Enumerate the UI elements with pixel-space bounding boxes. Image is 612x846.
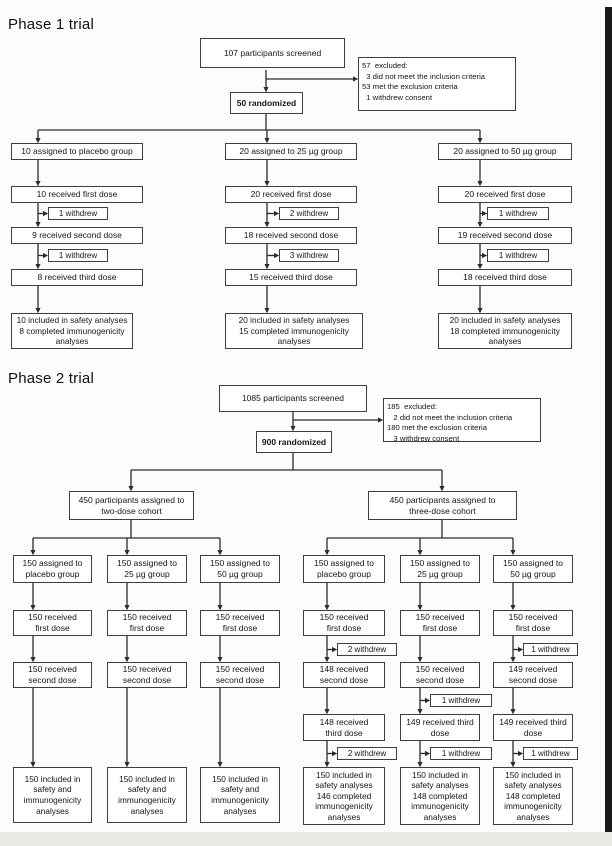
p1-placebo-first-dose-box: 10 received first dose [11, 186, 143, 203]
p2-3d-25ug-first-dose-box: 150 received first dose [400, 610, 480, 636]
p1-50ug-second-dose-box: 19 received second dose [438, 227, 572, 244]
p2-3d-25ug-final-box: 150 included in safety analyses 148 comp… [400, 767, 480, 825]
p1-25ug-third-dose-box: 15 received third dose [225, 269, 357, 286]
p2-2d-placebo-first-dose-box: 150 received first dose [13, 610, 92, 636]
phase1-excluded-box: 57 excluded: 3 did not meet the inclusio… [358, 57, 516, 111]
p2-3d-50ug-first-dose-box: 150 received first dose [493, 610, 573, 636]
p1-placebo-withdrew2-box: 1 withdrew [48, 249, 108, 262]
p1-25ug-withdrew1-box: 2 withdrew [279, 207, 339, 220]
p2-3d-placebo-assigned-box: 150 assigned to placebo group [303, 555, 385, 583]
p2-2d-25ug-assigned-box: 150 assigned to 25 µg group [107, 555, 187, 583]
p1-25ug-assigned-box: 20 assigned to 25 µg group [225, 143, 357, 160]
p2-2d-50ug-first-dose-box: 150 received first dose [200, 610, 280, 636]
p2-2d-50ug-final-box: 150 included in safety and immunogenicit… [200, 767, 280, 823]
p2-2d-placebo-second-dose-box: 150 received second dose [13, 662, 92, 688]
p2-3d-placebo-first-dose-box: 150 received first dose [303, 610, 385, 636]
p2-3d-50ug-assigned-box: 150 assigned to 50 µg group [493, 555, 573, 583]
p2-2d-placebo-assigned-box: 150 assigned to placebo group [13, 555, 92, 583]
phase2-screened-box: 1085 participants screened [219, 385, 367, 412]
p1-50ug-third-dose-box: 18 received third dose [438, 269, 572, 286]
p1-50ug-final-box: 20 included in safety analyses 18 comple… [438, 313, 572, 349]
p2-3d-50ug-withdrew3-box: 1 withdrew [523, 747, 578, 760]
p2-3d-placebo-third-dose-box: 148 received third dose [303, 714, 385, 741]
scan-bottom-strip [0, 832, 612, 846]
p1-50ug-first-dose-box: 20 received first dose [438, 186, 572, 203]
p2-3d-25ug-second-dose-box: 150 received second dose [400, 662, 480, 688]
p2-3d-placebo-withdrew3-box: 2 withdrew [337, 747, 397, 760]
phase1-screened-box: 107 participants screened [200, 38, 345, 68]
p2-3d-50ug-second-dose-box: 149 received second dose [493, 662, 573, 688]
p2-3d-25ug-withdrew2-box: 1 withdrew [430, 694, 492, 707]
phase2-title: Phase 2 trial [8, 370, 94, 387]
p1-25ug-second-dose-box: 18 received second dose [225, 227, 357, 244]
p2-3d-25ug-withdrew3-box: 1 withdrew [430, 747, 492, 760]
phase1-title: Phase 1 trial [8, 16, 94, 33]
p1-placebo-final-box: 10 included in safety analyses 8 complet… [11, 313, 133, 349]
p2-two-dose-cohort-box: 450 participants assigned to two-dose co… [69, 491, 194, 520]
scan-edge-bar [605, 7, 612, 832]
p2-3d-50ug-final-box: 150 included in safety analyses 148 comp… [493, 767, 573, 825]
p2-2d-placebo-final-box: 150 included in safety and immunogenicit… [13, 767, 92, 823]
p2-3d-placebo-final-box: 150 included in safety analyses 146 comp… [303, 767, 385, 825]
p2-2d-50ug-second-dose-box: 150 received second dose [200, 662, 280, 688]
p1-50ug-withdrew1-box: 1 withdrew [487, 207, 549, 220]
p2-3d-placebo-second-dose-box: 148 received second dose [303, 662, 385, 688]
p2-3d-25ug-assigned-box: 150 assigned to 25 µg group [400, 555, 480, 583]
p2-three-dose-cohort-box: 450 participants assigned to three-dose … [368, 491, 517, 520]
p2-3d-50ug-third-dose-box: 149 received third dose [493, 714, 573, 741]
p1-placebo-second-dose-box: 9 received second dose [11, 227, 143, 244]
p2-2d-50ug-assigned-box: 150 assigned to 50 µg group [200, 555, 280, 583]
p2-2d-25ug-first-dose-box: 150 received first dose [107, 610, 187, 636]
p1-placebo-assigned-box: 10 assigned to placebo group [11, 143, 143, 160]
p1-50ug-assigned-box: 20 assigned to 50 µg group [438, 143, 572, 160]
p1-50ug-withdrew2-box: 1 withdrew [487, 249, 549, 262]
phase2-randomized-box: 900 randomized [256, 431, 332, 453]
p1-25ug-withdrew2-box: 3 withdrew [279, 249, 339, 262]
p2-2d-25ug-second-dose-box: 150 received second dose [107, 662, 187, 688]
p2-2d-25ug-final-box: 150 included in safety and immunogenicit… [107, 767, 187, 823]
p2-3d-placebo-withdrew1-box: 2 withdrew [337, 643, 397, 656]
p1-placebo-third-dose-box: 8 received third dose [11, 269, 143, 286]
p1-placebo-withdrew1-box: 1 withdrew [48, 207, 108, 220]
p1-25ug-first-dose-box: 20 received first dose [225, 186, 357, 203]
phase1-randomized-box: 50 randomized [230, 92, 303, 114]
p2-3d-50ug-withdrew1-box: 1 withdrew [523, 643, 578, 656]
p1-25ug-final-box: 20 included in safety analyses 15 comple… [225, 313, 363, 349]
phase2-excluded-box: 185 excluded: 2 did not meet the inclusi… [383, 398, 541, 443]
p2-3d-25ug-third-dose-box: 149 received third dose [400, 714, 480, 741]
